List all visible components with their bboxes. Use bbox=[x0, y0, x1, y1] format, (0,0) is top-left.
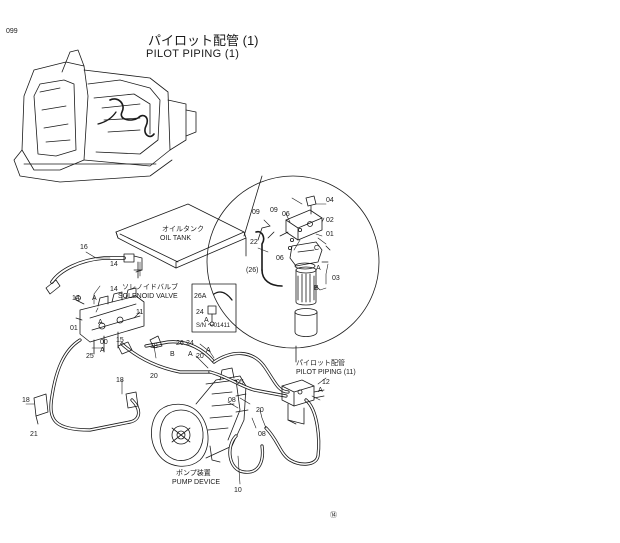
connector-A1: A bbox=[92, 295, 97, 302]
callout-12: 12 bbox=[322, 379, 330, 386]
callout-18a: 18 bbox=[22, 397, 30, 404]
pump-device-label-jp: ポンプ装置 bbox=[176, 470, 211, 477]
callout-22: 22 bbox=[250, 239, 258, 246]
pilot-piping-ref-jp: パイロット配管 bbox=[296, 360, 345, 367]
callout-26A: 26A bbox=[194, 293, 207, 300]
oil-tank-label-jp: オイルタンク bbox=[162, 226, 204, 233]
solenoid-valve-label-jp: ソレノイドバルブ bbox=[122, 284, 178, 291]
pilot-hoses-center bbox=[117, 335, 216, 374]
callout-21: 21 bbox=[30, 431, 38, 438]
connector-A6: A bbox=[204, 317, 209, 324]
callout-06b: 06 bbox=[276, 255, 284, 262]
callout-16: 16 bbox=[80, 244, 88, 251]
callout-20c: 20 bbox=[256, 407, 264, 414]
connector-A5: A bbox=[206, 347, 211, 354]
callout-26a: 26 bbox=[176, 340, 184, 347]
callout-09b: 09 bbox=[270, 207, 278, 214]
callout-15: 15 bbox=[116, 337, 124, 344]
connector-A4: A bbox=[188, 351, 193, 358]
sheet-mark: ⑭ bbox=[330, 512, 337, 519]
pilot-hoses-right bbox=[208, 351, 321, 474]
callout-14b: 14 bbox=[110, 261, 118, 268]
detail-leader-lines bbox=[243, 175, 297, 363]
callout-08a: 08 bbox=[228, 397, 236, 404]
callout-06a: 06 bbox=[282, 211, 290, 218]
solenoid-valve-assembly bbox=[75, 287, 145, 355]
connector-A7: A bbox=[318, 387, 323, 394]
connector-A8: A bbox=[316, 265, 321, 272]
callout-24a: 24 bbox=[186, 340, 194, 347]
callout-25: 25 bbox=[86, 353, 94, 360]
callout-26b: (26) bbox=[246, 267, 258, 274]
callout-09a: 09 bbox=[252, 209, 260, 216]
serial-note: S/N ～01411 bbox=[196, 323, 230, 329]
callout-04: 04 bbox=[326, 197, 334, 204]
callout-18c: 18 bbox=[150, 343, 158, 350]
callout-18b: 18 bbox=[116, 377, 124, 384]
filter-detail-circle bbox=[206, 175, 380, 349]
serial-callout-box bbox=[191, 283, 237, 333]
callout-01a: 01 bbox=[70, 325, 78, 332]
callout-10: 10 bbox=[234, 487, 242, 494]
connector-B1: B bbox=[170, 351, 175, 358]
callout-14c: 14 bbox=[110, 286, 118, 293]
pilot-piping-ref-en: PILOT PIPING (11) bbox=[296, 369, 356, 376]
title-japanese: パイロット配管 (1) bbox=[148, 33, 259, 48]
pump-device-label-en: PUMP DEVICE bbox=[172, 479, 221, 486]
callout-20b: 20 bbox=[196, 353, 204, 360]
callout-08b: 08 bbox=[258, 431, 266, 438]
page-number: 099 bbox=[6, 28, 18, 35]
connector-C1: C bbox=[314, 245, 319, 252]
callout-11: 11 bbox=[136, 309, 143, 316]
callout-01b: 01 bbox=[326, 231, 334, 238]
callout-24b: 24 bbox=[196, 309, 204, 316]
connector-A3: A bbox=[100, 347, 105, 354]
title-english: PILOT PIPING (1) bbox=[146, 48, 240, 60]
solenoid-valve-label-en: SOLENOID VALVE bbox=[118, 293, 178, 300]
connector-A2: A bbox=[98, 319, 103, 326]
drain-hose-left bbox=[33, 338, 141, 432]
callout-05: 05 bbox=[236, 379, 244, 386]
callout-00: 00 bbox=[100, 339, 108, 346]
callout-03: 03 bbox=[332, 275, 340, 282]
callout-02: 02 bbox=[326, 217, 334, 224]
callout-20a: 20 bbox=[150, 373, 158, 380]
machine-overview-sketch bbox=[13, 49, 197, 183]
oil-tank-label-en: OIL TANK bbox=[160, 235, 191, 242]
callout-14a: 14 bbox=[72, 295, 80, 302]
pilot-filter-block bbox=[281, 379, 325, 425]
part-leader-lines bbox=[25, 197, 329, 485]
connector-B2: B bbox=[314, 285, 319, 292]
